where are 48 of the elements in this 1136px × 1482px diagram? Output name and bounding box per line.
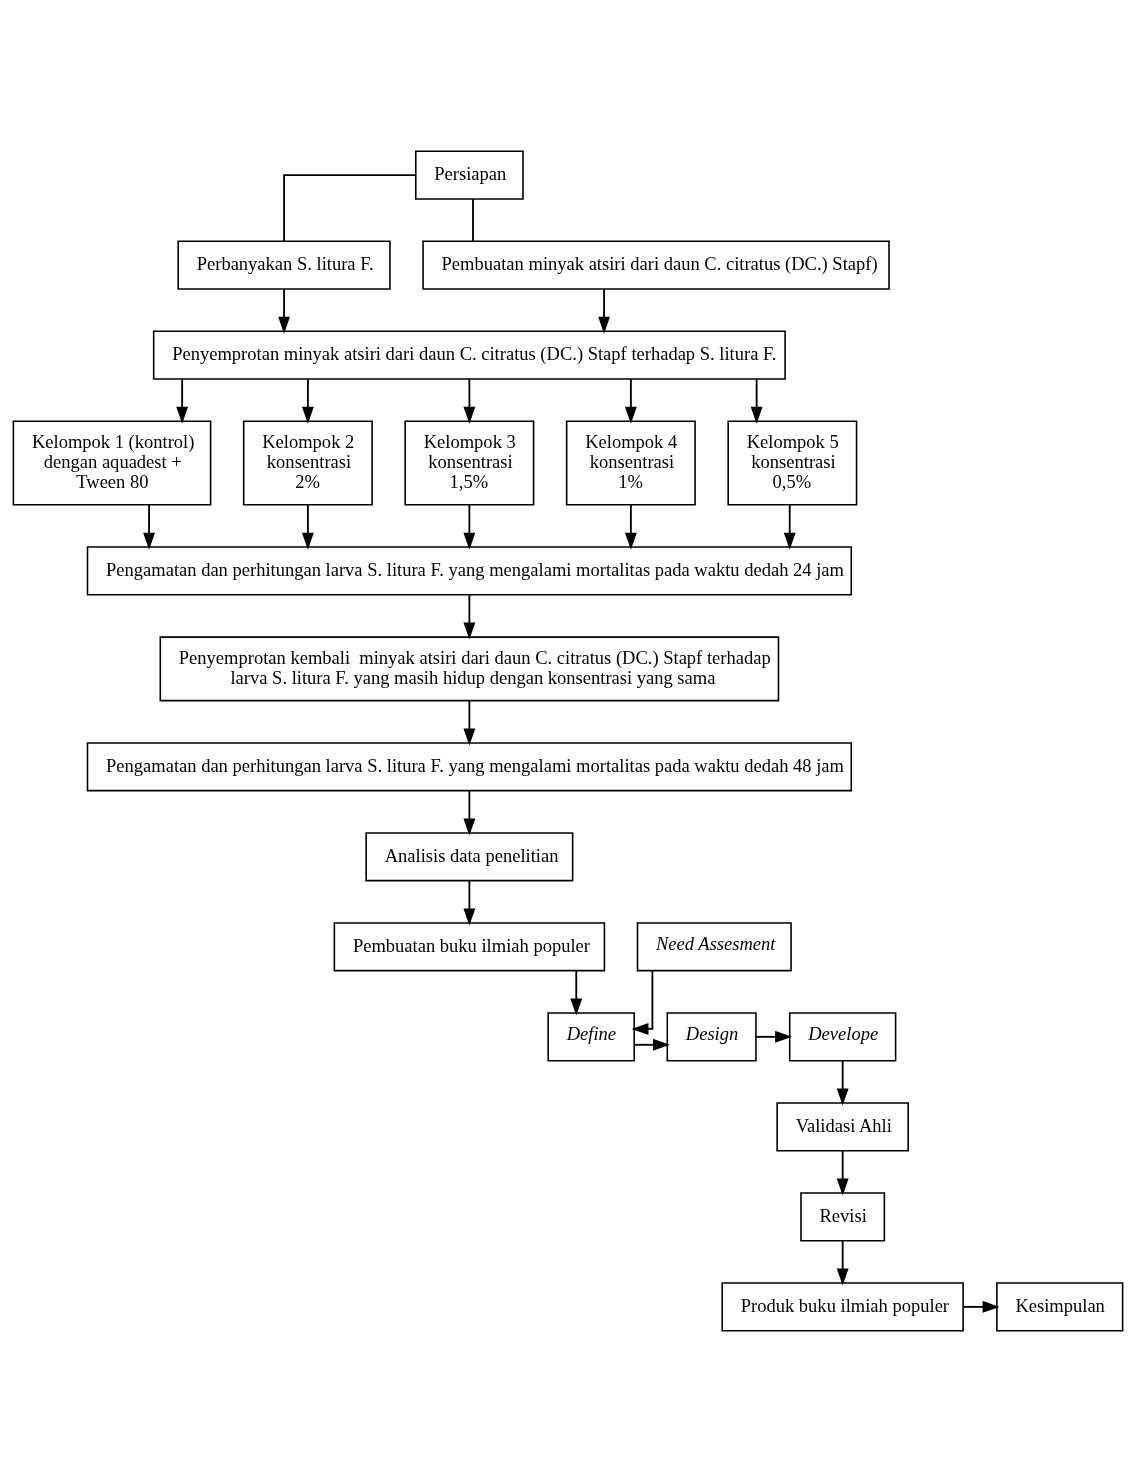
- arrow: [278, 288, 290, 334]
- node-box: Kesimpulan: [996, 1282, 1124, 1332]
- arrow: [624, 504, 637, 550]
- arrow: [463, 790, 476, 836]
- node-box: Kelompok 1 (kontrol) dengan aquadest + Tween 80: [12, 420, 212, 506]
- arrow: [143, 504, 155, 550]
- node-box: Kelompok 4 konsentrasi 1%: [565, 420, 696, 506]
- arrow: [836, 1060, 849, 1106]
- node-box: Persiapan: [415, 150, 524, 200]
- node-box: Pengamatan dan perhitungan larva S. litura F. yang mengalami mortalitas pada waktu dedah 24 jam: [86, 546, 853, 596]
- arrow: [836, 1150, 849, 1196]
- node-box: Pembuatan buku ilmiah populer: [333, 922, 606, 972]
- arrow: [463, 880, 476, 926]
- node-box: Design: [666, 1012, 757, 1062]
- arrow: [301, 378, 314, 424]
- arrow: [750, 378, 763, 424]
- arrow: [176, 378, 189, 424]
- arrow: [962, 1300, 1000, 1313]
- node-box: Analisis data penelitian: [365, 832, 574, 882]
- arrow: [463, 504, 476, 550]
- node-box: Revisi: [800, 1192, 886, 1242]
- node-box: Kelompok 5 konsentrasi 0,5%: [727, 420, 858, 506]
- node-box: Kelompok 3 konsentrasi 1,5%: [404, 420, 535, 506]
- arrow: [624, 378, 637, 424]
- arrow: [755, 1030, 793, 1043]
- node-box: Kelompok 2 konsentrasi 2%: [242, 420, 373, 506]
- node-box: Penyemprotan minyak atsiri dari daun C. citratus (DC.) Stapf terhadap S. litura F.: [152, 330, 786, 380]
- arrow: [633, 1038, 670, 1051]
- node-box: Penyemprotan kembali minyak atsiri dari daun C. citratus (DC.) Stapf terhadap larva S. litura F. yang masih hidup dengan konsentrasi yang sama: [159, 636, 780, 702]
- arrow: [301, 504, 314, 550]
- arrow: [836, 1240, 849, 1286]
- node-box: Perbanyakan S. litura F.: [177, 240, 391, 290]
- node-box: Produk buku ilmiah populer: [721, 1282, 964, 1332]
- node-box: Pembuatan minyak atsiri dari daun C. citratus (DC.) Stapf): [422, 240, 890, 290]
- arrow: [631, 970, 654, 1035]
- connector: [472, 198, 474, 242]
- node-box: Pengamatan dan perhitungan larva S. litura F. yang mengalami mortalitas pada waktu dedah 48 jam: [86, 742, 853, 792]
- arrow: [783, 504, 796, 550]
- arrow: [463, 378, 476, 424]
- node-box: Need Assesment: [636, 922, 792, 972]
- arrow: [570, 970, 583, 1016]
- arrow: [463, 700, 476, 746]
- node-box: Define: [547, 1012, 635, 1062]
- arrow: [463, 594, 476, 640]
- node-box: Develope: [788, 1012, 897, 1062]
- node-box: Validasi Ahli: [776, 1102, 909, 1152]
- connector: [283, 174, 417, 242]
- arrow: [598, 288, 610, 334]
